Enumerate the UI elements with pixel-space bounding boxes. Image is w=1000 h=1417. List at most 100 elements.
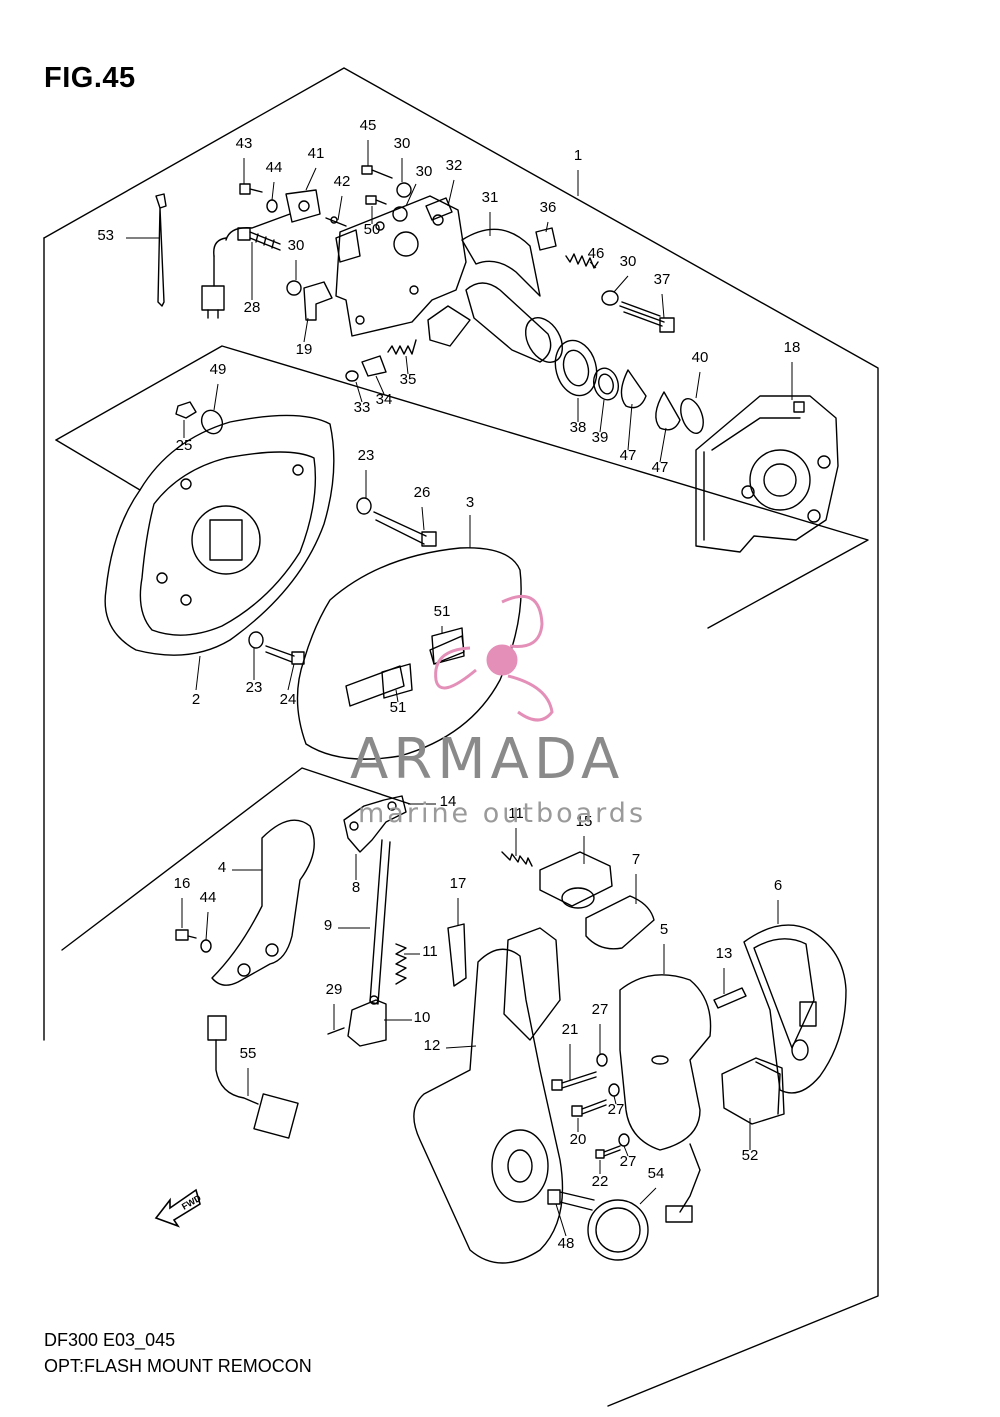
nut-25 [175, 401, 197, 419]
callout-2: 2 [192, 691, 200, 708]
cable-tie-53 [155, 193, 167, 307]
bolt-26 [373, 511, 437, 547]
watermark-tagline: marine outboards [358, 798, 647, 829]
callout-20: 20 [570, 1131, 587, 1148]
callout-25: 25 [176, 437, 193, 454]
callout-7: 7 [632, 851, 640, 868]
spring-11-upper [501, 851, 533, 867]
washer-49 [200, 409, 224, 435]
callout-4: 4 [218, 859, 226, 876]
leader-c42 [337, 195, 343, 221]
callout-33: 33 [354, 399, 371, 416]
emblem-54 [587, 1199, 649, 1261]
leader-c40 [695, 371, 701, 399]
callout-30: 30 [620, 253, 637, 270]
leader-c35 [405, 355, 409, 375]
callout-12: 12 [424, 1037, 441, 1054]
callout-45: 45 [360, 117, 377, 134]
bolt-28 [237, 227, 281, 251]
leader-c24 [287, 663, 295, 691]
bracket-10 [347, 999, 387, 1047]
callout-47: 47 [620, 447, 637, 464]
callout-39: 39 [592, 429, 609, 446]
callout-49: 49 [210, 361, 227, 378]
leader-c37 [661, 293, 665, 319]
leader-c12 [445, 1045, 477, 1049]
callout-8: 8 [352, 879, 360, 896]
callout-23: 23 [358, 447, 375, 464]
callout-16: 16 [174, 875, 191, 892]
callout-9: 9 [324, 917, 332, 934]
spring-35 [387, 339, 417, 355]
washer-30-a [396, 182, 412, 198]
callout-44: 44 [200, 889, 217, 906]
callout-27: 27 [592, 1001, 609, 1018]
washer-44-top [266, 199, 278, 213]
callout-48: 48 [558, 1235, 575, 1252]
callout-18: 18 [784, 339, 801, 356]
slider-15 [539, 851, 613, 909]
callout-47: 47 [652, 459, 669, 476]
bolt-43 [239, 183, 263, 195]
callout-10: 10 [414, 1009, 431, 1026]
armada-logo-icon [434, 594, 554, 722]
bolt-37 [619, 301, 675, 333]
washer-30-b [392, 206, 408, 222]
callout-44: 44 [266, 159, 283, 176]
callout-53: 53 [97, 227, 114, 244]
bolt-50 [365, 195, 387, 205]
circlip-40 [680, 398, 704, 434]
trim-switch-52 [721, 1057, 785, 1125]
callout-30: 30 [416, 163, 433, 180]
lever-4 [211, 819, 315, 986]
bolt-16 [175, 929, 197, 941]
shift-bracket-plate [335, 195, 467, 337]
callout-35: 35 [400, 371, 417, 388]
callout-3: 3 [466, 494, 474, 511]
leader-c26 [421, 506, 425, 531]
callout-26: 26 [414, 484, 431, 501]
callout-19: 19 [296, 341, 313, 358]
connector-wire [201, 255, 225, 319]
forward-arrow-icon: FWD [154, 1188, 203, 1228]
pin-13 [713, 987, 747, 1009]
callout-51: 51 [390, 699, 407, 716]
callout-36: 36 [540, 199, 557, 216]
screw-22 [595, 1145, 621, 1159]
clip-19 [303, 281, 333, 321]
leader-c54 [639, 1187, 657, 1205]
sub-assembly-outline-lower [61, 767, 411, 951]
leader-c36 [545, 221, 549, 233]
leader-c27b [613, 1095, 617, 1105]
washer-27-c [618, 1133, 630, 1147]
callout-22: 22 [592, 1173, 609, 1190]
callout-54: 54 [648, 1165, 665, 1182]
callout-50: 50 [364, 221, 381, 238]
washer-30-d [601, 290, 619, 306]
screw-20 [571, 1099, 607, 1117]
pin-42 [325, 216, 347, 227]
callout-29: 29 [326, 981, 343, 998]
housing-18 [695, 395, 839, 553]
callout-31: 31 [482, 189, 499, 206]
callout-32: 32 [446, 157, 463, 174]
watermark-brand: ARMADA [350, 727, 625, 792]
washer-23-b [248, 631, 264, 649]
gasket-3 [296, 547, 522, 760]
callout-40: 40 [692, 349, 709, 366]
leader-c32 [447, 179, 455, 207]
callout-1: 1 [574, 147, 582, 164]
callout-34: 34 [376, 391, 393, 408]
washer-30-c [286, 280, 302, 296]
callout-42: 42 [334, 173, 351, 190]
ring-38 [554, 339, 598, 397]
plate-17 [447, 923, 467, 987]
link-8 [343, 795, 407, 853]
detent-34 [361, 355, 387, 377]
assembly-outline [43, 67, 879, 1407]
callout-21: 21 [562, 1021, 579, 1038]
callout-38: 38 [570, 419, 587, 436]
callout-14: 14 [440, 793, 457, 810]
